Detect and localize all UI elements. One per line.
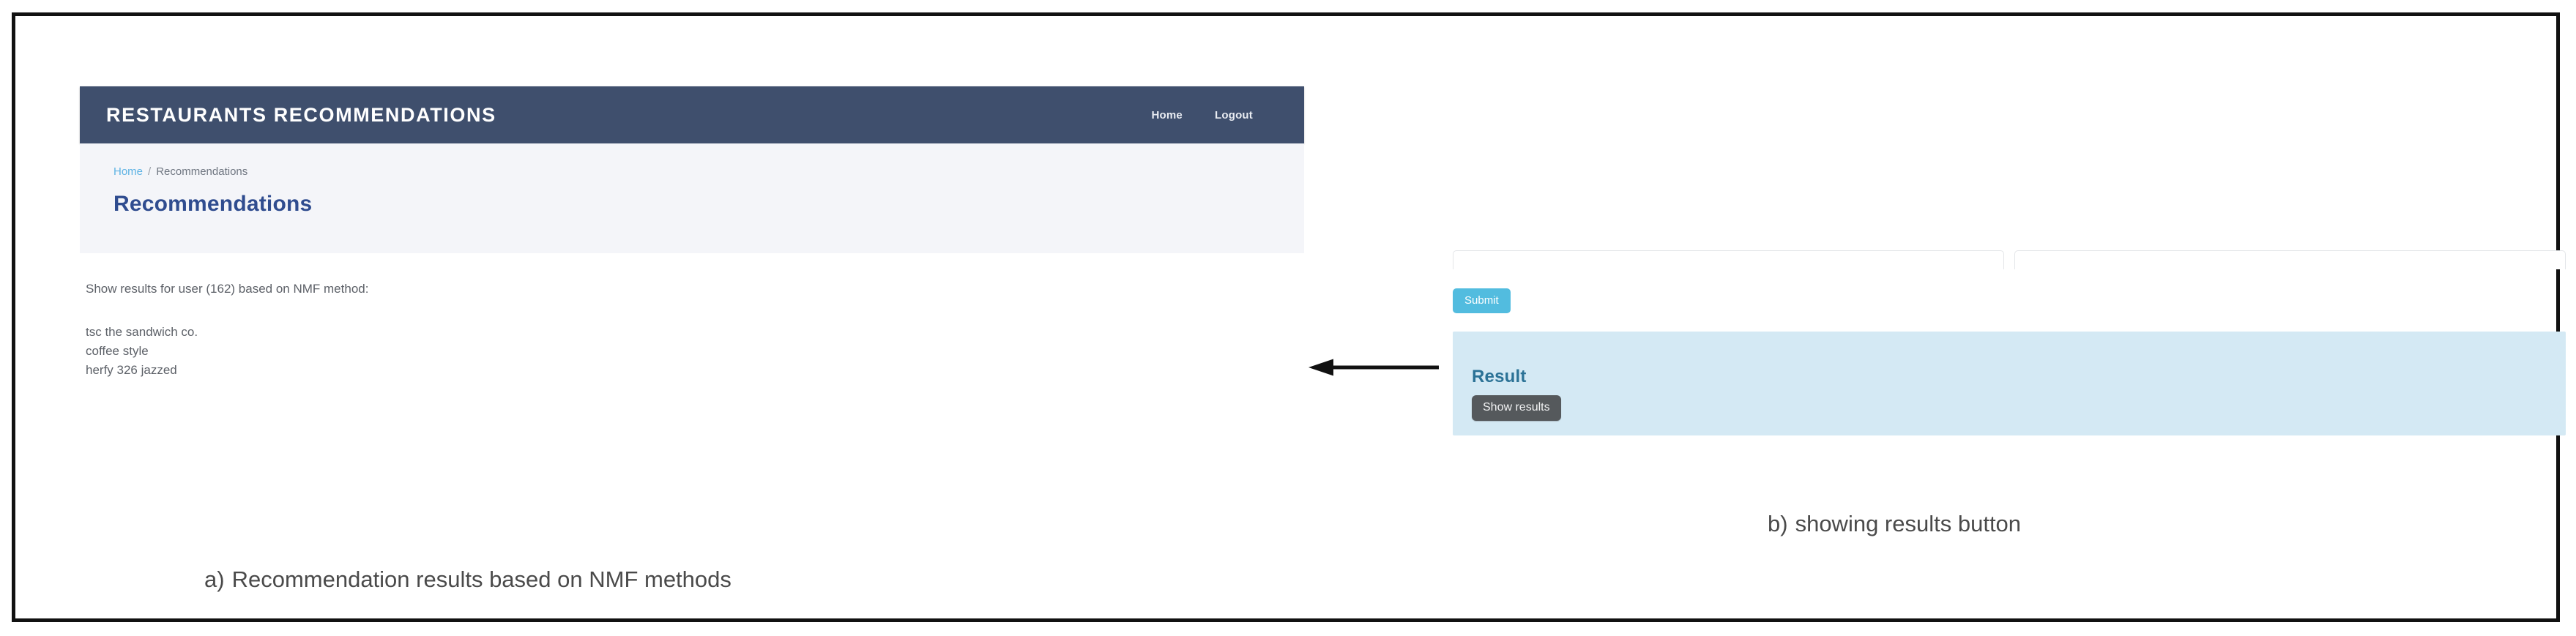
app-navbar: RESTAURANTS RECOMMENDATIONS Home Logout xyxy=(80,86,1304,143)
recommendation-results-block: Show results for user (162) based on NMF… xyxy=(86,282,964,379)
form-field-left[interactable] xyxy=(1453,250,2004,269)
caption-b-text: showing results button xyxy=(1795,511,2022,536)
caption-a-letter: a) xyxy=(204,566,225,592)
form-input-row xyxy=(1453,250,2566,269)
breadcrumb-current: Recommendations xyxy=(156,165,248,178)
results-intro-text: Show results for user (162) based on NMF… xyxy=(86,282,369,296)
breadcrumb: Home / Recommendations xyxy=(113,165,1270,178)
breadcrumb-separator: / xyxy=(148,165,152,178)
navbar-links: Home Logout xyxy=(1152,109,1278,121)
list-item: coffee style xyxy=(86,343,149,358)
app-brand-title: RESTAURANTS RECOMMENDATIONS xyxy=(106,103,496,126)
arrow-left-icon xyxy=(1309,359,1439,376)
caption-b-letter: b) xyxy=(1768,511,1788,536)
result-heading: Result xyxy=(1472,367,1527,386)
nav-link-logout[interactable]: Logout xyxy=(1214,108,1253,121)
page-title: Recommendations xyxy=(113,192,313,216)
caption-a-text: Recommendation results based on NMF meth… xyxy=(231,566,732,592)
result-alert-panel: Result Show results xyxy=(1453,332,2566,435)
caption-a: a)Recommendation results based on NMF me… xyxy=(204,566,732,593)
show-results-button[interactable]: Show results xyxy=(1472,395,1561,421)
list-item: herfy 326 jazzed xyxy=(86,362,177,377)
caption-b: b) showing results button xyxy=(1768,511,2021,537)
page-header-jumbotron: Home / Recommendations Recommendations xyxy=(80,143,1304,253)
nav-link-home[interactable]: Home xyxy=(1151,108,1183,121)
form-field-right[interactable] xyxy=(2014,250,2566,269)
figure-frame: RESTAURANTS RECOMMENDATIONS Home Logout … xyxy=(12,12,2566,622)
panel-b-form-screenshot: Submit Result Show results xyxy=(1453,250,2566,435)
breadcrumb-link-home[interactable]: Home xyxy=(113,165,144,178)
submit-button[interactable]: Submit xyxy=(1453,288,1511,313)
recommended-restaurant-list: tsc the sandwich co. coffee style herfy … xyxy=(86,323,964,379)
list-item: tsc the sandwich co. xyxy=(86,325,198,339)
panel-a-app-screenshot: RESTAURANTS RECOMMENDATIONS Home Logout … xyxy=(80,86,1304,253)
